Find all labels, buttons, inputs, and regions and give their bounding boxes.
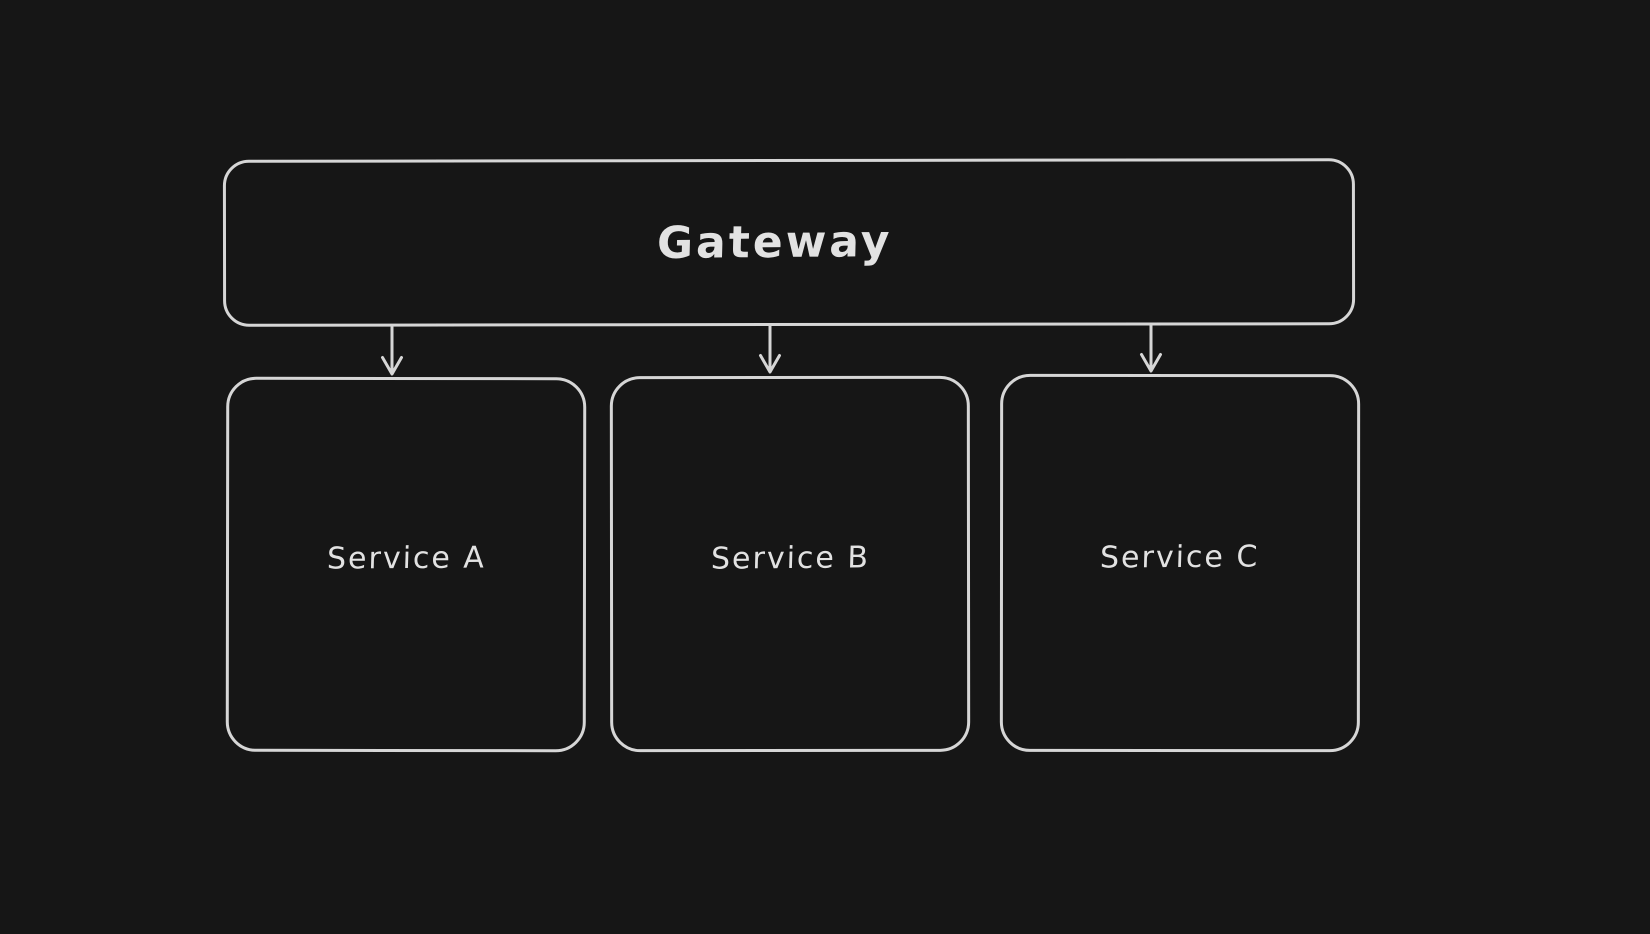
arrow-gateway-to-service-b[interactable] (759, 324, 781, 374)
node-service-c[interactable]: Service C (999, 373, 1361, 753)
node-service-b[interactable]: Service B (609, 375, 971, 753)
node-service-a-label: Service A (326, 540, 486, 577)
node-service-c-label: Service C (1099, 539, 1261, 575)
arrow-gateway-to-service-a[interactable] (381, 325, 403, 376)
arrow-gateway-to-service-c[interactable] (1140, 323, 1162, 373)
node-gateway-label: Gateway (656, 216, 894, 270)
node-service-b-label: Service B (710, 539, 870, 577)
node-gateway[interactable]: Gateway (222, 158, 1356, 327)
node-service-a[interactable]: Service A (225, 376, 587, 753)
